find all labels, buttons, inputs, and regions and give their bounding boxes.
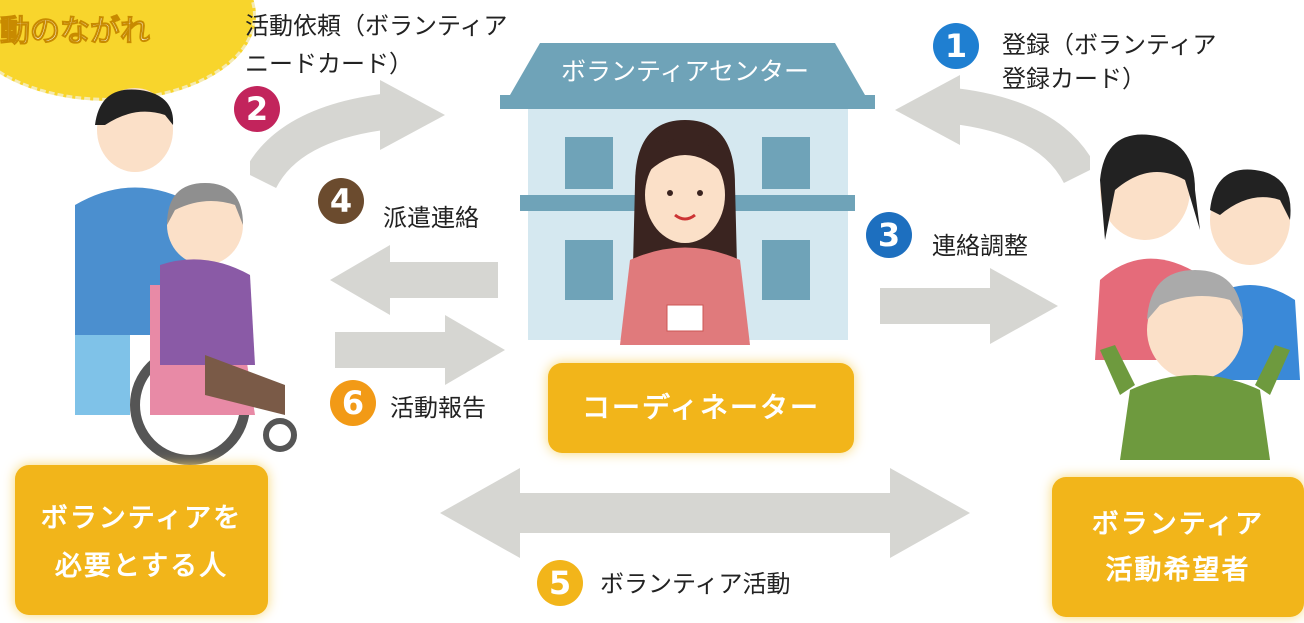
step-4-badge: 4 [318, 178, 364, 224]
left-group-label-line2: 必要とする人 [54, 551, 229, 582]
arrow-coordination [880, 268, 1058, 344]
step-5-badge: 5 [537, 560, 583, 606]
right-group-label-box: ボランティア 活動希望者 [1052, 477, 1304, 617]
volunteer-applicants-group [1090, 120, 1304, 460]
arrow-volunteer-activity [440, 468, 970, 558]
step-4-label: 派遣連絡 [383, 204, 479, 232]
arrow-activity-report [335, 315, 505, 385]
step-6-label: 活動報告 [390, 394, 486, 422]
building-label: ボランティアセンター [560, 57, 809, 86]
coordinator-label: コーディネーター [581, 391, 821, 424]
arrow-dispatch-notice [330, 245, 498, 315]
coordinator-label-box: コーディネーター [548, 363, 854, 453]
left-group-label-box: ボランティアを 必要とする人 [15, 465, 268, 615]
arrow-request [250, 80, 445, 189]
step-1-badge: 1 [933, 23, 979, 69]
arrow-register [895, 75, 1090, 184]
caregiver-and-wheelchair-user [55, 85, 305, 465]
right-group-label-line1: ボランティア [1091, 509, 1265, 540]
step-1-label-line2: 登録カード） [1002, 65, 1146, 93]
page-title: 動のながれ [0, 14, 151, 50]
step-5-label: ボランティア活動 [600, 570, 791, 598]
step-2-label-line1: 活動依頼（ボランティア [245, 12, 508, 40]
step-3-label: 連絡調整 [932, 232, 1028, 260]
coordinator-figure [615, 115, 755, 345]
left-group-label-line1: ボランティアを [40, 503, 243, 534]
step-2-badge: 2 [234, 86, 280, 132]
step-1-label-line1: 登録（ボランティア [1002, 31, 1217, 59]
step-6-badge: 6 [330, 380, 376, 426]
right-group-label-line2: 活動希望者 [1105, 555, 1251, 586]
step-3-badge: 3 [866, 212, 912, 258]
step-2-label-line2: ニードカード） [245, 50, 413, 78]
